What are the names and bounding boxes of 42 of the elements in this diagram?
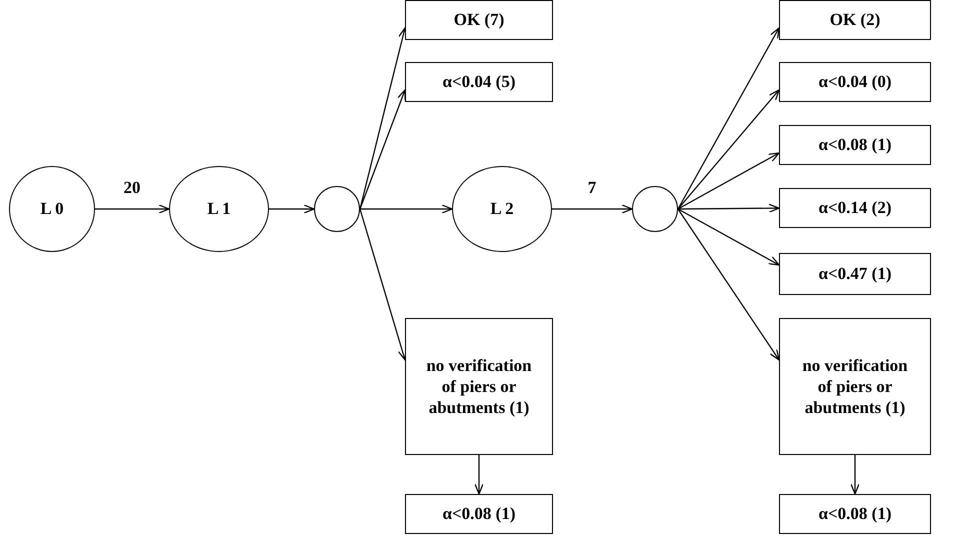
arrow [678,89,780,210]
result-box [779,188,931,228]
node-label: OK (2) [828,9,882,31]
result-box [779,125,931,165]
arrow [359,27,408,210]
arrow [678,208,780,360]
node-label: α<0.08 (1) [442,503,516,525]
arrow [474,455,484,495]
arrow [678,208,780,266]
result-box [779,62,931,102]
node-label: α<0.04 (5) [442,71,516,93]
result-box [405,318,553,455]
node-label: L 1 [206,198,232,220]
result-box [779,253,931,295]
node-label: α<0.14 (2) [818,197,892,219]
result-box [779,494,931,534]
connector-circle [314,186,360,232]
result-box [779,0,931,40]
arrow [269,204,315,214]
node-label: α<0.08 (1) [818,134,892,156]
connector-circle [632,186,678,232]
arrow [359,208,407,360]
node-label: L 0 [39,198,65,220]
arrow [678,204,780,213]
arrow [359,89,406,210]
arrow [677,27,780,210]
arrow [678,152,780,210]
arrow [552,204,633,214]
node-label: L 2 [489,198,515,220]
result-box [779,318,931,455]
arrow [360,204,453,214]
node-label: no verification of piers or abutments (1) [801,354,909,418]
result-box [405,494,553,534]
node-label: α<0.47 (1) [818,263,892,285]
node-label: OK (7) [452,9,506,31]
node-label: α<0.04 (0) [818,71,892,93]
result-box [405,62,553,102]
node-label: α<0.08 (1) [818,503,892,525]
result-box [405,0,553,40]
arrow [95,204,170,214]
node-label: no verification of piers or abutments (1) [425,354,533,418]
arrow [850,455,860,495]
